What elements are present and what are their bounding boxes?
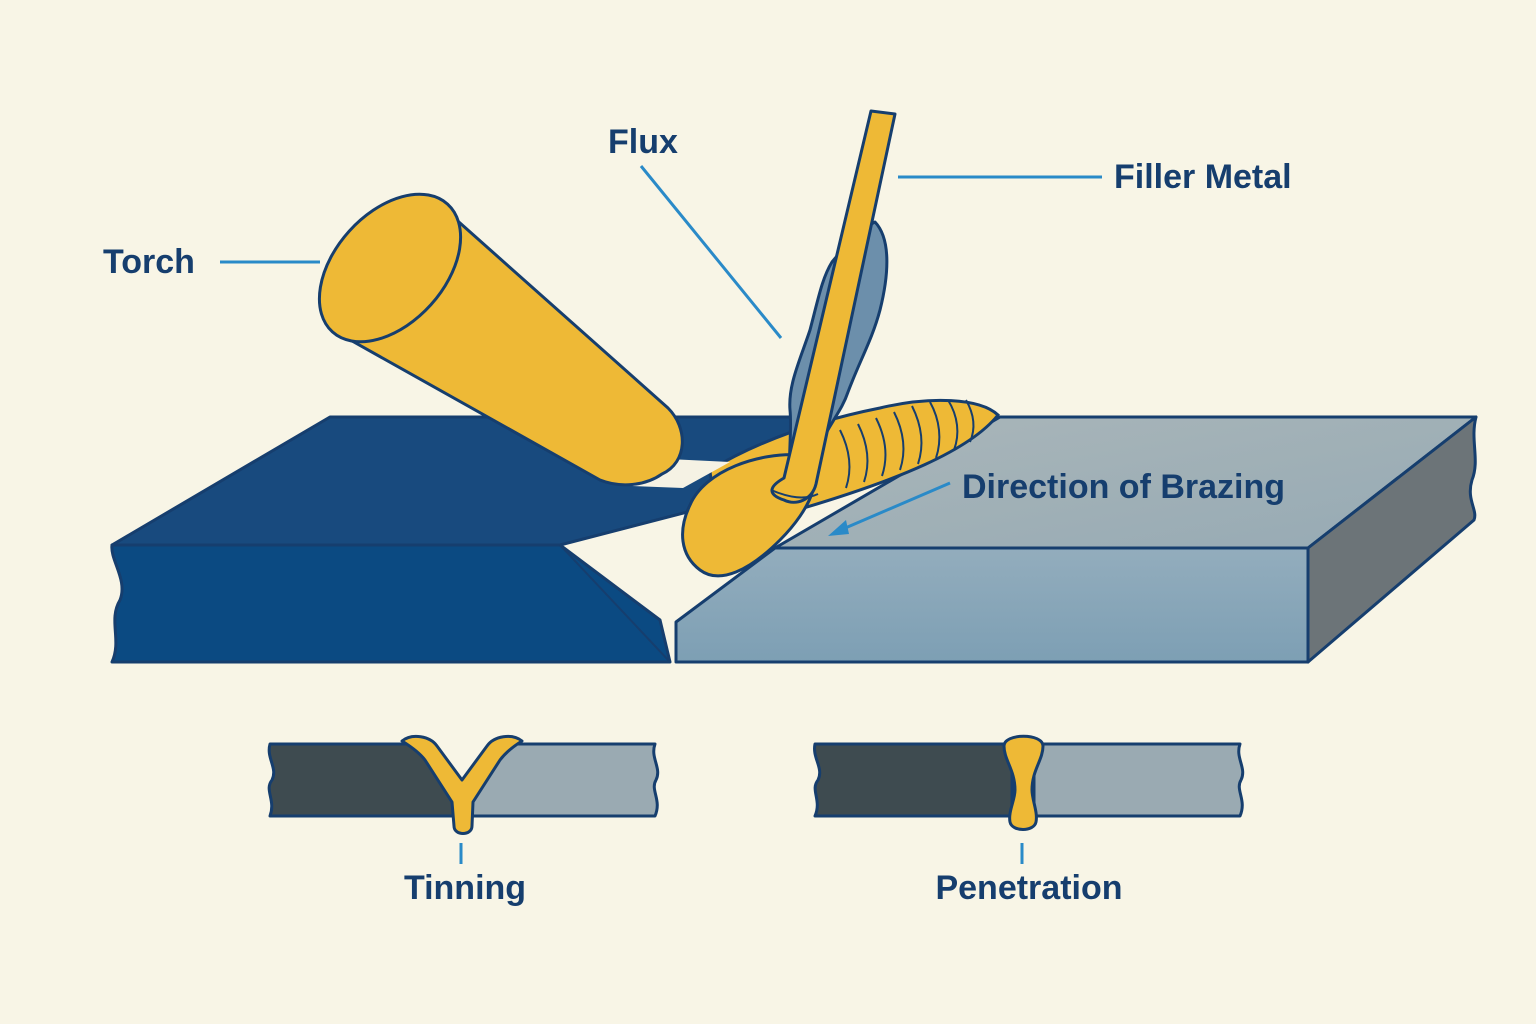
right-plate: [674, 415, 1478, 664]
tinning-right-piece: [463, 742, 660, 818]
penetration-left-piece: [813, 742, 1014, 818]
penetration-section: Penetration: [813, 734, 1245, 907]
filler-metal-rod: [770, 109, 897, 504]
direction-arrow-line: [835, 481, 951, 534]
tinning-section: Tinning: [267, 734, 660, 907]
flux-label: Flux: [608, 123, 678, 161]
tinning-left-piece: [267, 742, 462, 818]
right-plate-side: [1306, 415, 1478, 664]
penetration-label: Penetration: [935, 869, 1122, 907]
right-plate-front: [674, 546, 1310, 664]
direction-of-brazing-label: Direction of Brazing: [962, 468, 1285, 506]
left-plate-front: [110, 543, 672, 664]
torch-label: Torch: [103, 243, 195, 281]
torch: [317, 192, 730, 488]
tinning-filler: [400, 734, 524, 835]
filler-metal-label: Filler Metal: [1114, 158, 1292, 196]
penetration-filler: [1002, 734, 1045, 831]
flux-leader: [639, 165, 783, 339]
penetration-right-piece: [1032, 742, 1245, 818]
tinning-label: Tinning: [404, 869, 526, 907]
torch-end-face: [317, 192, 463, 344]
direction-arrow-head: [828, 520, 849, 536]
